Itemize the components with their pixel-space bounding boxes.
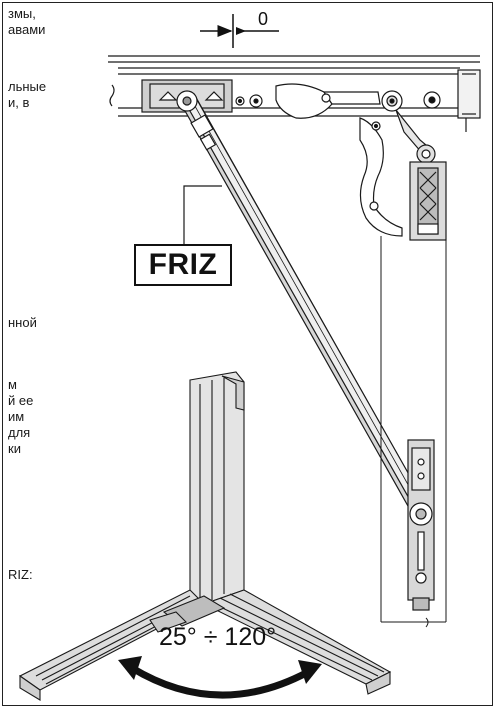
swing-angle-arrow — [118, 656, 322, 699]
sash-bracket — [409, 161, 447, 241]
text-fragment: ки — [8, 441, 21, 456]
illustration-frame — [2, 2, 493, 706]
text-fragment: льные — [8, 79, 47, 94]
text-fragment: и, в — [8, 95, 30, 110]
text-fragment: змы, — [8, 6, 36, 21]
text-fragment: нной — [8, 315, 37, 330]
text-fragment: RIZ: — [8, 567, 33, 582]
dimension-zero-marker — [200, 14, 279, 48]
arm-label-box: FRIZ — [134, 244, 232, 286]
reference-lines — [380, 236, 447, 628]
angle-range-label: 25° ÷ 120° — [159, 623, 277, 651]
text-fragment: й ее — [8, 393, 34, 408]
text-fragment: им — [8, 409, 25, 424]
friz-leader-line — [183, 185, 222, 246]
text-fragment: м — [8, 377, 17, 392]
text-fragment: авами — [8, 22, 46, 37]
hinge-scissor-mechanism — [275, 83, 441, 237]
dimension-label: 0 — [258, 9, 269, 29]
text-fragment: для — [8, 425, 31, 440]
window-frame-corner-3d — [18, 371, 392, 701]
slider-shoe — [407, 439, 435, 611]
arm-label: FRIZ — [148, 248, 218, 281]
